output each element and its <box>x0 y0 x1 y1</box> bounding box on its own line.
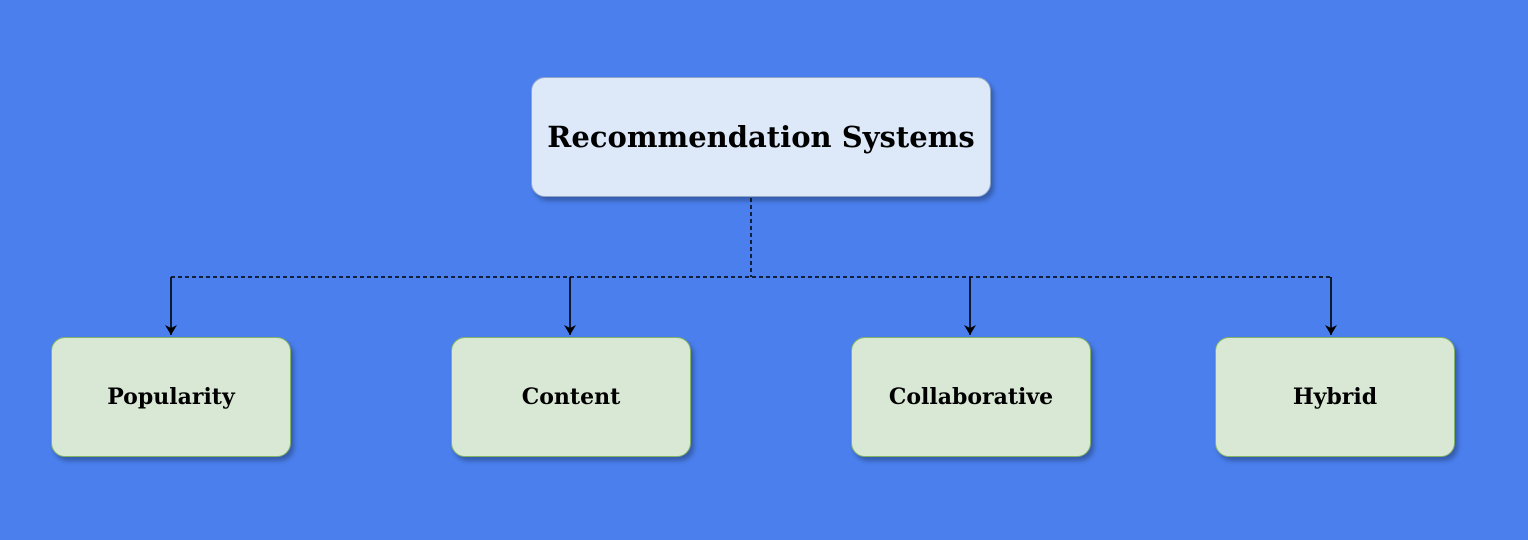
child-node-popularity: Popularity <box>51 337 291 457</box>
child-node-collaborative: Collaborative <box>851 337 1091 457</box>
child-node-label: Collaborative <box>888 384 1054 410</box>
child-node-label: Hybrid <box>1292 384 1378 410</box>
child-node-content: Content <box>451 337 691 457</box>
child-node-label: Popularity <box>107 384 235 410</box>
child-node-label: Content <box>521 384 621 410</box>
root-node-label: Recommendation Systems <box>547 120 975 154</box>
root-node: Recommendation Systems <box>531 77 991 197</box>
child-node-hybrid: Hybrid <box>1215 337 1455 457</box>
